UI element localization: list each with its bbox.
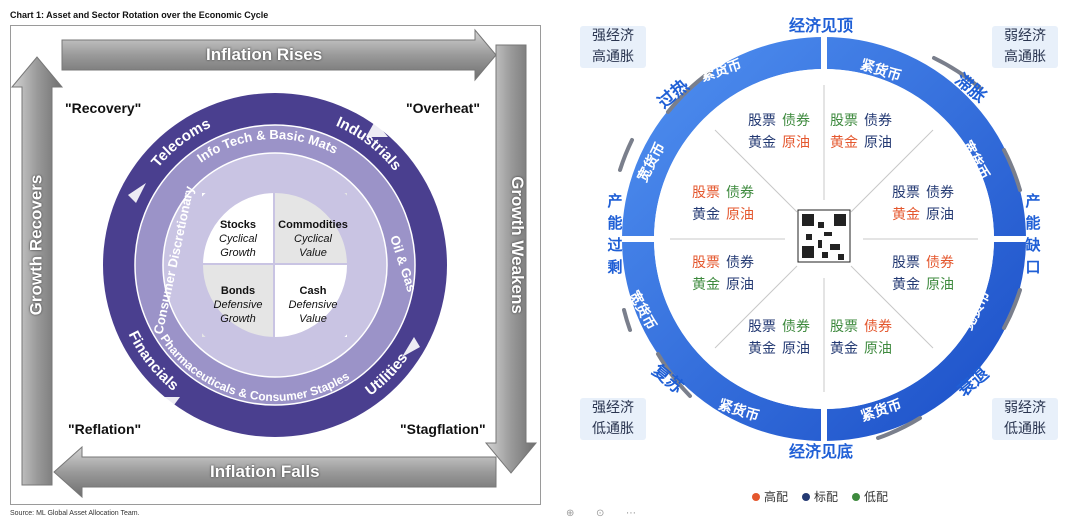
corner-box-tr: 弱经济高通胀	[992, 26, 1058, 68]
label-inflation-rises: Inflation Rises	[206, 45, 323, 64]
asset-label: 黄金	[748, 135, 776, 151]
label-inflation-falls: Inflation Falls	[210, 462, 320, 481]
legend-dot-high	[752, 492, 760, 501]
asset-label: 债券	[864, 113, 892, 129]
label-info-tech: Info Tech & Basic Mats	[194, 127, 340, 166]
asset-label: 黄金	[692, 207, 720, 223]
asset-label: 债券	[782, 113, 810, 129]
asset-label: 股票	[892, 255, 920, 271]
asset-label: 原油	[864, 341, 892, 357]
title-trough: 经济见底	[789, 442, 854, 461]
cell-left-upper: 股票债券黄金原油	[692, 182, 754, 226]
asset-label: 原油	[864, 135, 892, 151]
asset-label: 黄金	[830, 135, 858, 151]
corner-box-br: 弱经济低通胀	[992, 398, 1058, 440]
side-overcapacity: 产能过剩	[607, 192, 623, 276]
q-stocks-title: Stocks	[220, 219, 256, 231]
asset-label: 黄金	[692, 277, 720, 293]
legend-dot-standard	[802, 492, 811, 501]
label-utilities: Utilities	[362, 350, 411, 399]
legend-dot-low	[852, 492, 861, 501]
label-growth-weakens: Growth Weakens	[507, 176, 527, 314]
arrow-inflation-falls	[53, 445, 497, 499]
q-cash-l2: Value	[299, 313, 327, 325]
phase-stagflation: "Stagflation"	[400, 421, 486, 437]
corner-box-bl: 强经济低通胀	[580, 398, 646, 440]
asset-label: 黄金	[892, 277, 920, 293]
q-cash-l1: Defensive	[289, 299, 338, 311]
search-icon[interactable]: ⊙	[596, 508, 605, 519]
arrow-inflation-rises	[61, 28, 497, 82]
asset-label: 原油	[726, 207, 754, 223]
phase-reflation: "Reflation"	[68, 421, 142, 437]
asset-label: 原油	[782, 341, 810, 357]
side-capacity-gap: 产能缺口	[1025, 192, 1041, 276]
q-comm-title: Commodities	[278, 219, 348, 231]
q-stocks-l1: Cyclical	[219, 233, 257, 245]
phase-overheat: "Overheat"	[406, 100, 480, 116]
chart-caption: Chart 1: Asset and Sector Rotation over …	[10, 10, 269, 20]
asset-label: 债券	[726, 185, 754, 201]
asset-label: 股票	[692, 185, 720, 201]
asset-label: 原油	[926, 207, 954, 223]
source-note: Source: ML Global Asset Allocation Team.	[10, 510, 140, 517]
rotation-diagram	[10, 28, 538, 499]
label-industrials: Industrials	[334, 114, 405, 174]
asset-label: 债券	[926, 255, 954, 271]
cell-bottom-left: 股票债券黄金原油	[748, 316, 810, 360]
legend-item-low: 低配	[852, 488, 888, 505]
q-bonds-title: Bonds	[221, 285, 255, 297]
cell-top-left: 股票债券黄金原油	[748, 110, 810, 154]
q-bonds-l1: Defensive	[214, 299, 263, 311]
asset-label: 债券	[782, 319, 810, 335]
label-cons-disc: Consumer Discretionary	[151, 184, 197, 336]
label-growth-recovers: Growth Recovers	[26, 174, 46, 316]
arrow-growth-weakens	[484, 44, 538, 474]
label-oil-gas: Oil & Gas	[387, 233, 419, 293]
asset-label: 股票	[748, 113, 776, 129]
ring-text-layer: Telecoms Industrials Financials Utilitie…	[125, 114, 420, 404]
q-cash-title: Cash	[300, 285, 327, 297]
asset-label: 原油	[926, 277, 954, 293]
asset-label: 债券	[726, 255, 754, 271]
asset-label: 债券	[864, 319, 892, 335]
q-stocks-l2: Growth	[220, 247, 255, 259]
title-peak: 经济见顶	[789, 16, 854, 35]
cell-right-upper: 股票债券黄金原油	[892, 182, 954, 226]
arrow-growth-recovers	[10, 56, 64, 486]
zoom-icon[interactable]: ⊕	[566, 508, 575, 519]
legend-item-standard: 标配	[802, 488, 838, 505]
qr-code-icon	[797, 209, 851, 263]
cell-top-right: 股票债券黄金原油	[830, 110, 892, 154]
corner-box-tl: 强经济高通胀	[580, 26, 646, 68]
phase-recovery: "Recovery"	[65, 100, 142, 116]
asset-label: 原油	[782, 135, 810, 151]
q-comm-l1: Cyclical	[294, 233, 332, 245]
asset-label: 黄金	[830, 341, 858, 357]
cell-left-lower: 股票债券黄金原油	[692, 252, 754, 296]
asset-label: 黄金	[748, 341, 776, 357]
asset-label: 股票	[830, 319, 858, 335]
cycle-ring-diagram	[618, 37, 1026, 441]
asset-label: 股票	[830, 113, 858, 129]
q-comm-l2: Value	[299, 247, 327, 259]
legend-item-high: 高配	[752, 488, 788, 505]
q-bonds-l2: Growth	[220, 313, 255, 325]
more-icon[interactable]: ⋯	[626, 508, 636, 519]
asset-label: 股票	[692, 255, 720, 271]
asset-label: 债券	[926, 185, 954, 201]
asset-label: 股票	[748, 319, 776, 335]
legend: 高配 标配 低配	[752, 488, 888, 505]
label-pharma: Pharmaceuticals & Consumer Staples	[158, 332, 353, 404]
asset-label: 股票	[892, 185, 920, 201]
cell-bottom-right: 股票债券黄金原油	[830, 316, 892, 360]
asset-label: 原油	[726, 277, 754, 293]
cell-right-lower: 股票债券黄金原油	[892, 252, 954, 296]
asset-label: 黄金	[892, 207, 920, 223]
